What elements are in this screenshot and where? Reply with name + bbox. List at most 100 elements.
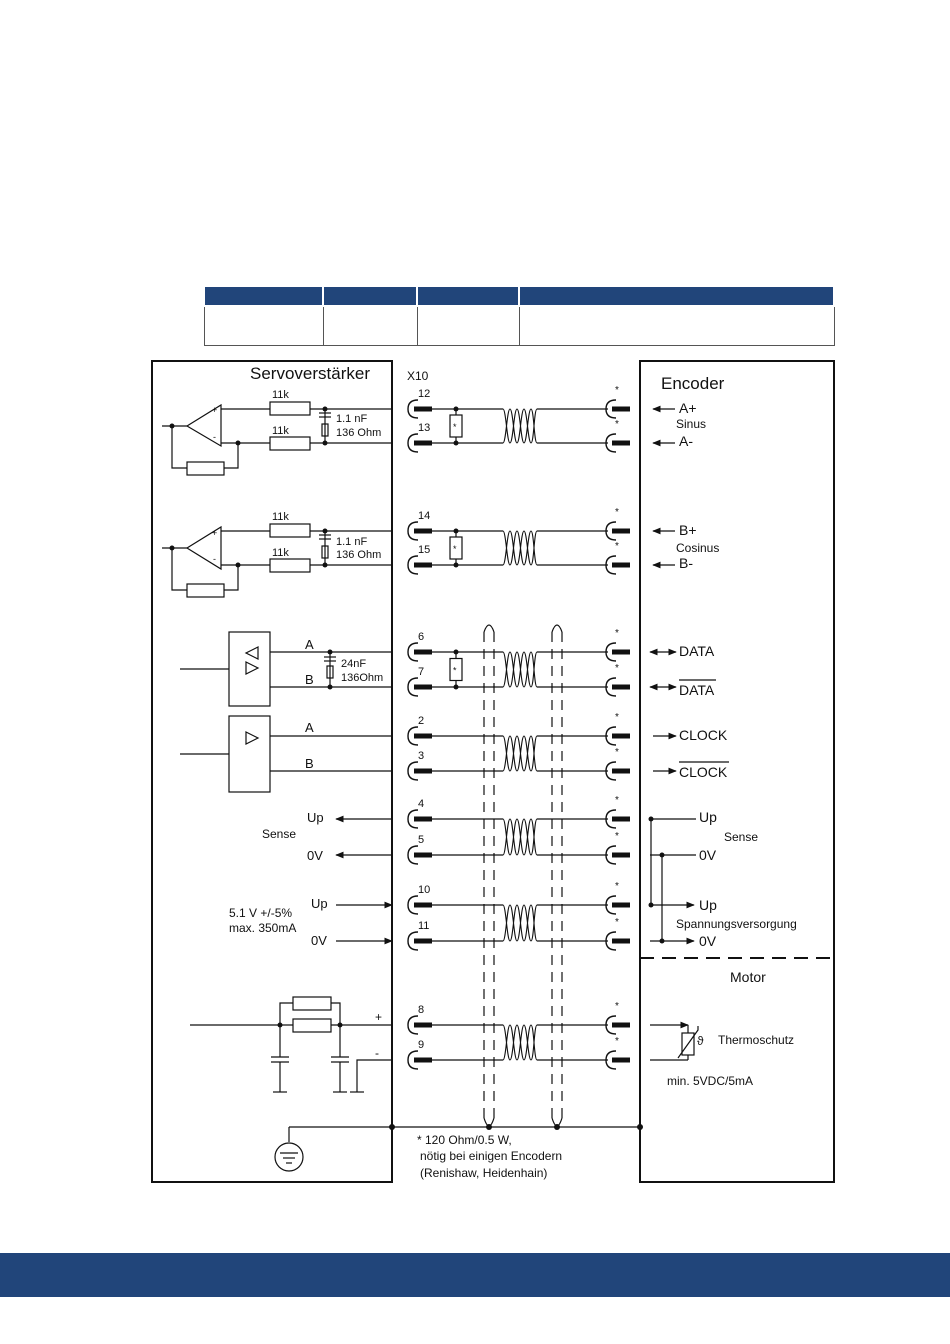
up-label: Up xyxy=(307,810,324,825)
up-label: Up xyxy=(311,896,328,911)
termination-star: * xyxy=(615,1001,619,1012)
twisted-pairs: 12*13*14*15*6*7*2*3*4*5*10*11*8*9**** xyxy=(407,385,630,1070)
connector-left-pin xyxy=(414,1057,432,1063)
thermistor xyxy=(650,1021,699,1061)
sense-label: Sense xyxy=(262,827,296,841)
earth-ground-icon xyxy=(274,1142,304,1172)
junction-dot xyxy=(277,1022,283,1028)
junction-dot xyxy=(453,562,459,568)
connector-right-pin xyxy=(612,684,630,690)
junction-dot xyxy=(322,562,328,568)
connector-left-pin xyxy=(414,733,432,739)
termination-star: * xyxy=(615,712,619,723)
connector-left-pin xyxy=(414,902,432,908)
a-minus-label: A- xyxy=(679,433,693,449)
ground-dot xyxy=(554,1124,560,1130)
up-label: Up xyxy=(699,809,717,825)
encoder-signal-arrows xyxy=(649,405,677,775)
pin-number: 3 xyxy=(418,750,424,762)
termination-star: * xyxy=(615,507,619,518)
connector-left xyxy=(407,761,419,781)
line-b-label: B xyxy=(305,672,314,687)
clock-driver xyxy=(180,715,392,793)
encoder-supply-lines xyxy=(650,818,696,945)
spec-table-header-cell xyxy=(203,285,324,307)
junction-dot xyxy=(453,406,459,412)
connector-right-pin xyxy=(612,938,630,944)
connector-left xyxy=(407,399,419,419)
b-plus-label: B+ xyxy=(679,522,697,538)
junction-dot xyxy=(648,816,654,822)
up-label: Up xyxy=(699,897,717,913)
pin-number: 8 xyxy=(418,1004,424,1016)
connector-right-pin xyxy=(612,562,630,568)
pin-number: 11 xyxy=(418,920,429,932)
termination-star: * xyxy=(453,544,457,554)
connector-right-pin xyxy=(612,768,630,774)
pin-number: 4 xyxy=(418,798,424,810)
connector-left-pin xyxy=(414,768,432,774)
connector-right-pin xyxy=(612,440,630,446)
termination-star: * xyxy=(615,917,619,928)
connector-left-pin xyxy=(414,1022,432,1028)
termination-label: 136 Ohm xyxy=(336,549,381,561)
termination-label: 136 Ohm xyxy=(336,427,381,439)
connector-left xyxy=(407,1015,419,1035)
opamp-plus: + xyxy=(212,405,217,415)
junction-dot xyxy=(659,852,665,858)
spec-table-header-cell xyxy=(518,285,835,307)
thermal-input xyxy=(190,996,392,1093)
left-block-title: Servoverstärker xyxy=(250,364,370,383)
cable-shield xyxy=(483,632,563,1118)
twisted-wire xyxy=(502,904,538,942)
line-a-label: A xyxy=(305,637,314,652)
resistor-label: 11k xyxy=(272,511,289,523)
thermoschutz-label: Thermoschutz xyxy=(718,1033,794,1047)
termination-star: * xyxy=(615,541,619,552)
zero-v-label: 0V xyxy=(311,933,327,948)
connector-right-pin xyxy=(612,816,630,822)
termination-star: * xyxy=(615,419,619,430)
twisted-wire xyxy=(502,530,538,566)
clock-inverted-label: CLOCK xyxy=(679,764,728,780)
connector-right-pin xyxy=(612,649,630,655)
data-inverted-label: DATA xyxy=(679,682,715,698)
line-b-label: B xyxy=(305,756,314,771)
opamp-plus: + xyxy=(212,528,217,538)
twisted-wire xyxy=(502,735,538,772)
opamp-minus: - xyxy=(213,432,216,442)
connector-right-pin xyxy=(612,902,630,908)
connector-left-pin xyxy=(414,938,432,944)
twisted-wire xyxy=(502,818,538,856)
footer-bar xyxy=(0,1253,950,1297)
spec-table-cell xyxy=(203,305,324,346)
a-plus-label: A+ xyxy=(679,400,697,416)
spec-table-cell xyxy=(416,305,520,346)
pin-number: 13 xyxy=(418,422,430,434)
pin-number: 9 xyxy=(418,1039,424,1051)
resistor-label: 11k xyxy=(272,425,289,437)
connector-left xyxy=(407,642,419,662)
capacitor-label: 1.1 nF xyxy=(336,413,367,425)
supply-spec-current: max. 350mA xyxy=(229,921,296,935)
connector-right-pin xyxy=(612,852,630,858)
cosinus-label: Cosinus xyxy=(676,541,719,555)
capacitor-label: 24nF xyxy=(341,658,366,670)
junction-dot xyxy=(453,440,459,446)
shield-cap xyxy=(483,1117,563,1127)
connector-right-pin xyxy=(612,733,630,739)
footnote-line-1: * 120 Ohm/0.5 W, xyxy=(417,1133,512,1147)
right-block-title: Encoder xyxy=(661,374,725,393)
termination-resistor xyxy=(449,536,463,560)
connector-left-pin xyxy=(414,684,432,690)
connector-left xyxy=(407,931,419,951)
pin-number: 7 xyxy=(418,666,424,678)
connector-right-pin xyxy=(612,1057,630,1063)
clock-label: CLOCK xyxy=(679,727,728,743)
termination-star: * xyxy=(615,1036,619,1047)
termination-star: * xyxy=(453,666,457,676)
zero-v-label: 0V xyxy=(307,848,323,863)
connector-right-pin xyxy=(612,528,630,534)
connector-label: X10 xyxy=(407,369,429,383)
